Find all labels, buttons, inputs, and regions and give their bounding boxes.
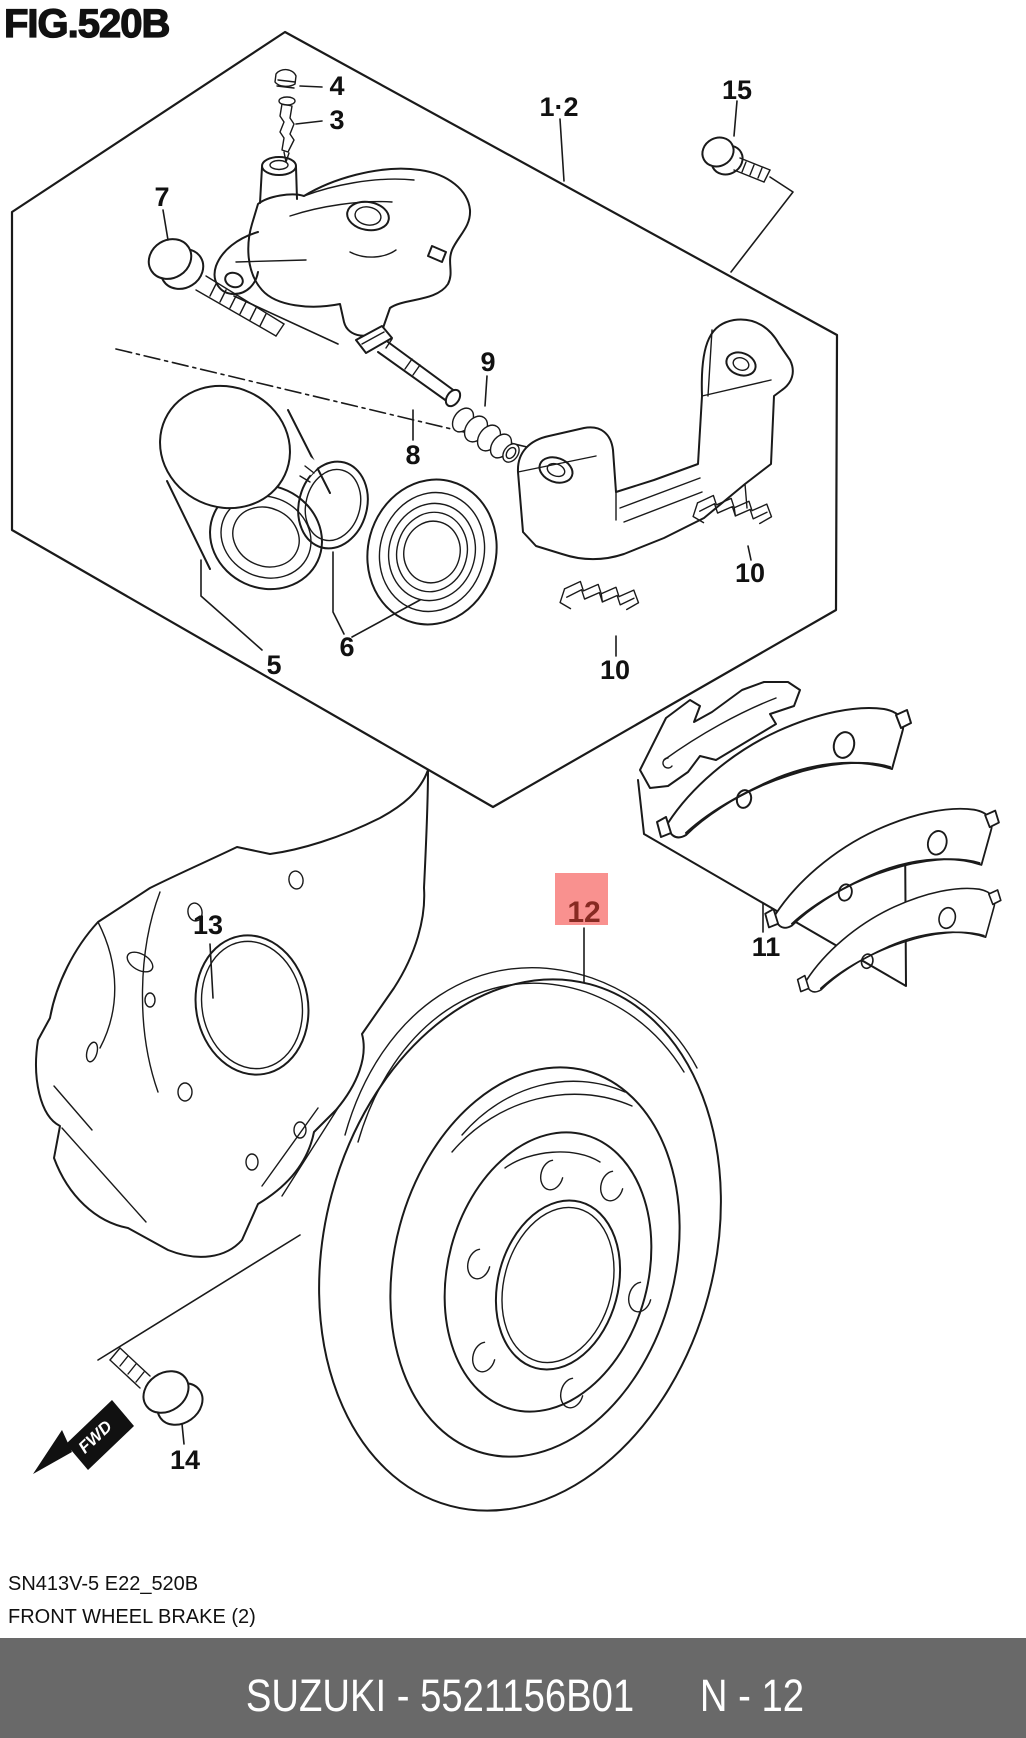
part-label-12[interactable]: 12 [567,896,600,929]
part-label-10-upper[interactable]: 10 [735,558,765,588]
brake-disc-drawing [318,967,722,1512]
piston-boot-drawing [366,478,498,626]
figure-title: FIG.520B [4,2,170,46]
part-label-1-2[interactable]: 1·2 [539,92,578,122]
part-label-10-lower[interactable]: 10 [600,655,630,685]
highlight-box[interactable] [555,873,608,925]
pin-boot-drawing [451,407,520,463]
bleeder-screw-drawing [278,96,296,163]
piston-drawing [159,384,331,591]
footer-caption: FRONT WHEEL BRAKE (2) [8,1606,256,1628]
carrier-bolt-drawing [701,136,771,183]
part-label-15[interactable]: 15 [722,75,752,105]
part-label-7[interactable]: 7 [154,182,169,212]
part-label-9[interactable]: 9 [480,347,495,377]
bottom-bar: SUZUKI - 5521156B01 N - 12 [0,1638,1026,1738]
part-label-11[interactable]: 11 [752,932,781,962]
carrier-bracket-drawing [516,318,794,561]
part-label-8[interactable]: 8 [405,440,420,470]
pad-shim-drawing [639,681,801,789]
footer-drawing-code: SN413V-5 E22_520B [8,1573,198,1595]
hub-bolt-drawing [97,1234,301,1426]
slide-pin-drawing [355,325,462,408]
part-label-3[interactable]: 3 [329,105,344,135]
part-label-4[interactable]: 4 [329,71,344,101]
bottom-bar-background [0,1638,1026,1738]
caliper-bolt-drawing [147,238,285,337]
part-label-14[interactable]: 14 [170,1445,200,1475]
bleeder-cap-drawing [274,68,297,89]
fwd-flag [66,1400,134,1470]
caliper-drawing [213,156,472,337]
fwd-arrowhead-icon [33,1430,72,1474]
label-leader-lines [162,85,764,1445]
bottom-bar-part-text: SUZUKI - 5521156B01 [246,1670,634,1721]
selected-part-highlight[interactable]: 12 [555,873,608,929]
dust-shield-drawing [35,769,429,1258]
part-label-13[interactable]: 13 [193,910,223,940]
piston-seal-drawing [294,450,369,550]
part-label-6[interactable]: 6 [339,632,354,662]
bottom-bar-page-text: N - 12 [700,1670,804,1721]
part-label-5[interactable]: 5 [266,650,281,680]
